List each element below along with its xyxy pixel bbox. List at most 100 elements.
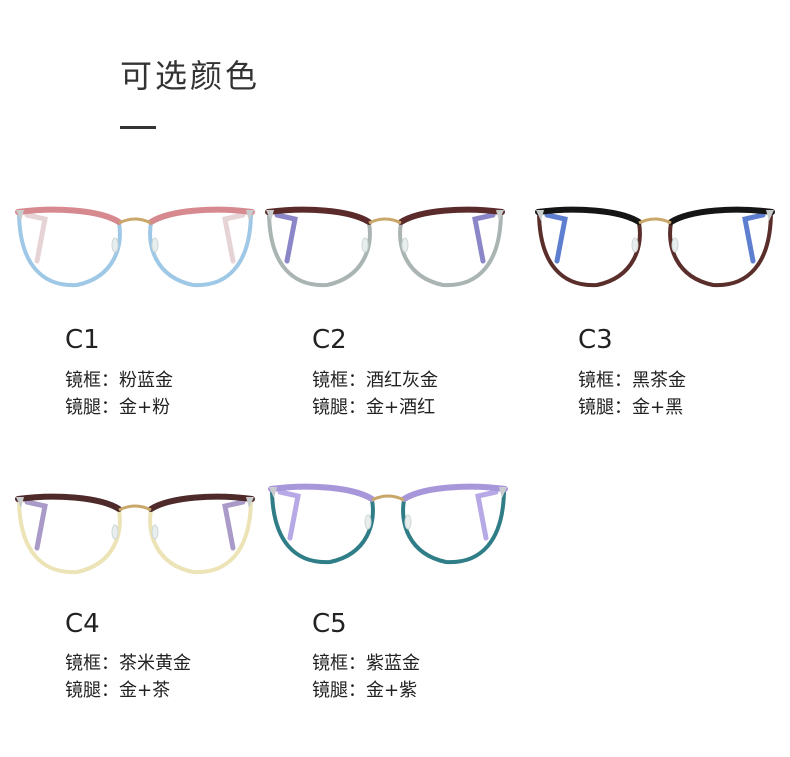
temple-value: 金+黑: [632, 397, 684, 418]
right-nose-pad: [671, 237, 679, 253]
left-temple-arm: [274, 212, 298, 264]
right-lens-rim: [401, 484, 507, 565]
right-nose-pad: [151, 237, 159, 253]
left-temple-arm: [24, 212, 48, 264]
bridge: [638, 217, 672, 225]
right-nose-pad: [151, 524, 159, 540]
left-lens-rim: [266, 207, 372, 288]
right-lens-rim: [398, 207, 504, 288]
temple-label: 镜腿：: [312, 680, 366, 701]
temple-spec: 镜腿：金+黑: [578, 396, 683, 420]
right-lens-rim: [668, 207, 774, 288]
left-hinge-tip: [536, 210, 544, 221]
right-nose-pad: [404, 514, 412, 530]
product-card-c2[interactable]: C2 镜框：酒红灰金 镜腿：金+酒红: [265, 205, 515, 445]
frame-value: 黑茶金: [632, 370, 686, 391]
frame-label: 镜框：: [65, 653, 119, 674]
product-card-c1[interactable]: C1 镜框：粉蓝金 镜腿：金+粉: [15, 205, 265, 445]
left-lens-rim: [269, 484, 375, 565]
right-hinge-tip: [766, 210, 774, 221]
frame-spec: 镜框：黑茶金: [578, 369, 686, 393]
left-hinge-tip: [16, 497, 24, 508]
right-hinge-tip: [499, 487, 507, 498]
frame-spec: 镜框：粉蓝金: [65, 369, 173, 393]
right-hinge-tip: [496, 210, 504, 221]
product-card-c4[interactable]: C4 镜框：茶米黄金 镜腿：金+茶: [15, 492, 265, 732]
product-code: C3: [578, 325, 613, 355]
product-code: C1: [65, 325, 100, 355]
right-hinge-tip: [246, 210, 254, 221]
left-temple-arm: [24, 499, 48, 551]
left-brow-bar: [268, 483, 375, 502]
right-temple-arm: [475, 489, 499, 541]
temple-value: 金+酒红: [366, 397, 436, 418]
bridge: [368, 217, 402, 225]
frame-value: 粉蓝金: [119, 370, 173, 391]
bridge: [118, 504, 152, 512]
left-lens-rim: [16, 494, 122, 575]
temple-spec: 镜腿：金+粉: [65, 396, 170, 420]
right-brow-bar: [401, 483, 508, 502]
left-nose-pad: [631, 237, 639, 253]
right-lens-rim: [148, 207, 254, 288]
left-brow-bar: [265, 206, 372, 225]
frame-label: 镜框：: [312, 653, 366, 674]
temple-value: 金+紫: [366, 680, 418, 701]
right-temple-arm: [222, 212, 246, 264]
left-nose-pad: [361, 237, 369, 253]
product-code: C5: [312, 609, 347, 639]
left-hinge-tip: [269, 487, 277, 498]
frame-label: 镜框：: [578, 370, 632, 391]
product-card-c3[interactable]: C3 镜框：黑茶金 镜腿：金+黑: [535, 205, 785, 445]
bridge: [118, 217, 152, 225]
title-underline: [120, 126, 156, 129]
frame-spec: 镜框：茶米黄金: [65, 652, 191, 676]
product-card-c5[interactable]: C5 镜框：紫蓝金 镜腿：金+紫: [268, 482, 518, 722]
right-brow-bar: [148, 493, 255, 512]
frame-value: 紫蓝金: [366, 653, 420, 674]
left-brow-bar: [15, 206, 122, 225]
right-temple-arm: [222, 499, 246, 551]
temple-label: 镜腿：: [578, 397, 632, 418]
left-nose-pad: [364, 514, 372, 530]
right-brow-bar: [148, 206, 255, 225]
frame-spec: 镜框：酒红灰金: [312, 369, 438, 393]
right-temple-arm: [742, 212, 766, 264]
right-nose-pad: [401, 237, 409, 253]
frame-value: 茶米黄金: [119, 653, 191, 674]
temple-label: 镜腿：: [312, 397, 366, 418]
temple-spec: 镜腿：金+紫: [312, 679, 417, 703]
left-brow-bar: [15, 493, 122, 512]
left-temple-arm: [277, 489, 301, 541]
right-brow-bar: [398, 206, 505, 225]
left-lens-rim: [536, 207, 642, 288]
frame-label: 镜框：: [65, 370, 119, 391]
left-nose-pad: [111, 237, 119, 253]
frame-spec: 镜框：紫蓝金: [312, 652, 420, 676]
temple-label: 镜腿：: [65, 397, 119, 418]
glasses-image-c1: [15, 206, 255, 288]
left-brow-bar: [535, 206, 642, 225]
left-lens-rim: [16, 207, 122, 288]
frame-value: 酒红灰金: [366, 370, 438, 391]
bridge: [371, 494, 405, 502]
right-brow-bar: [668, 206, 775, 225]
glasses-image-c2: [265, 206, 505, 288]
glasses-image-c4: [15, 493, 255, 575]
product-code: C4: [65, 609, 100, 639]
temple-value: 金+粉: [119, 397, 171, 418]
temple-spec: 镜腿：金+茶: [65, 679, 170, 703]
left-hinge-tip: [16, 210, 24, 221]
temple-spec: 镜腿：金+酒红: [312, 396, 435, 420]
frame-label: 镜框：: [312, 370, 366, 391]
product-code: C2: [312, 325, 347, 355]
left-hinge-tip: [266, 210, 274, 221]
right-hinge-tip: [246, 497, 254, 508]
temple-label: 镜腿：: [65, 680, 119, 701]
glasses-image-c5: [268, 483, 508, 565]
left-nose-pad: [111, 524, 119, 540]
right-lens-rim: [148, 494, 254, 575]
right-temple-arm: [472, 212, 496, 264]
glasses-image-c3: [535, 206, 775, 288]
page-title: 可选颜色: [120, 57, 261, 95]
